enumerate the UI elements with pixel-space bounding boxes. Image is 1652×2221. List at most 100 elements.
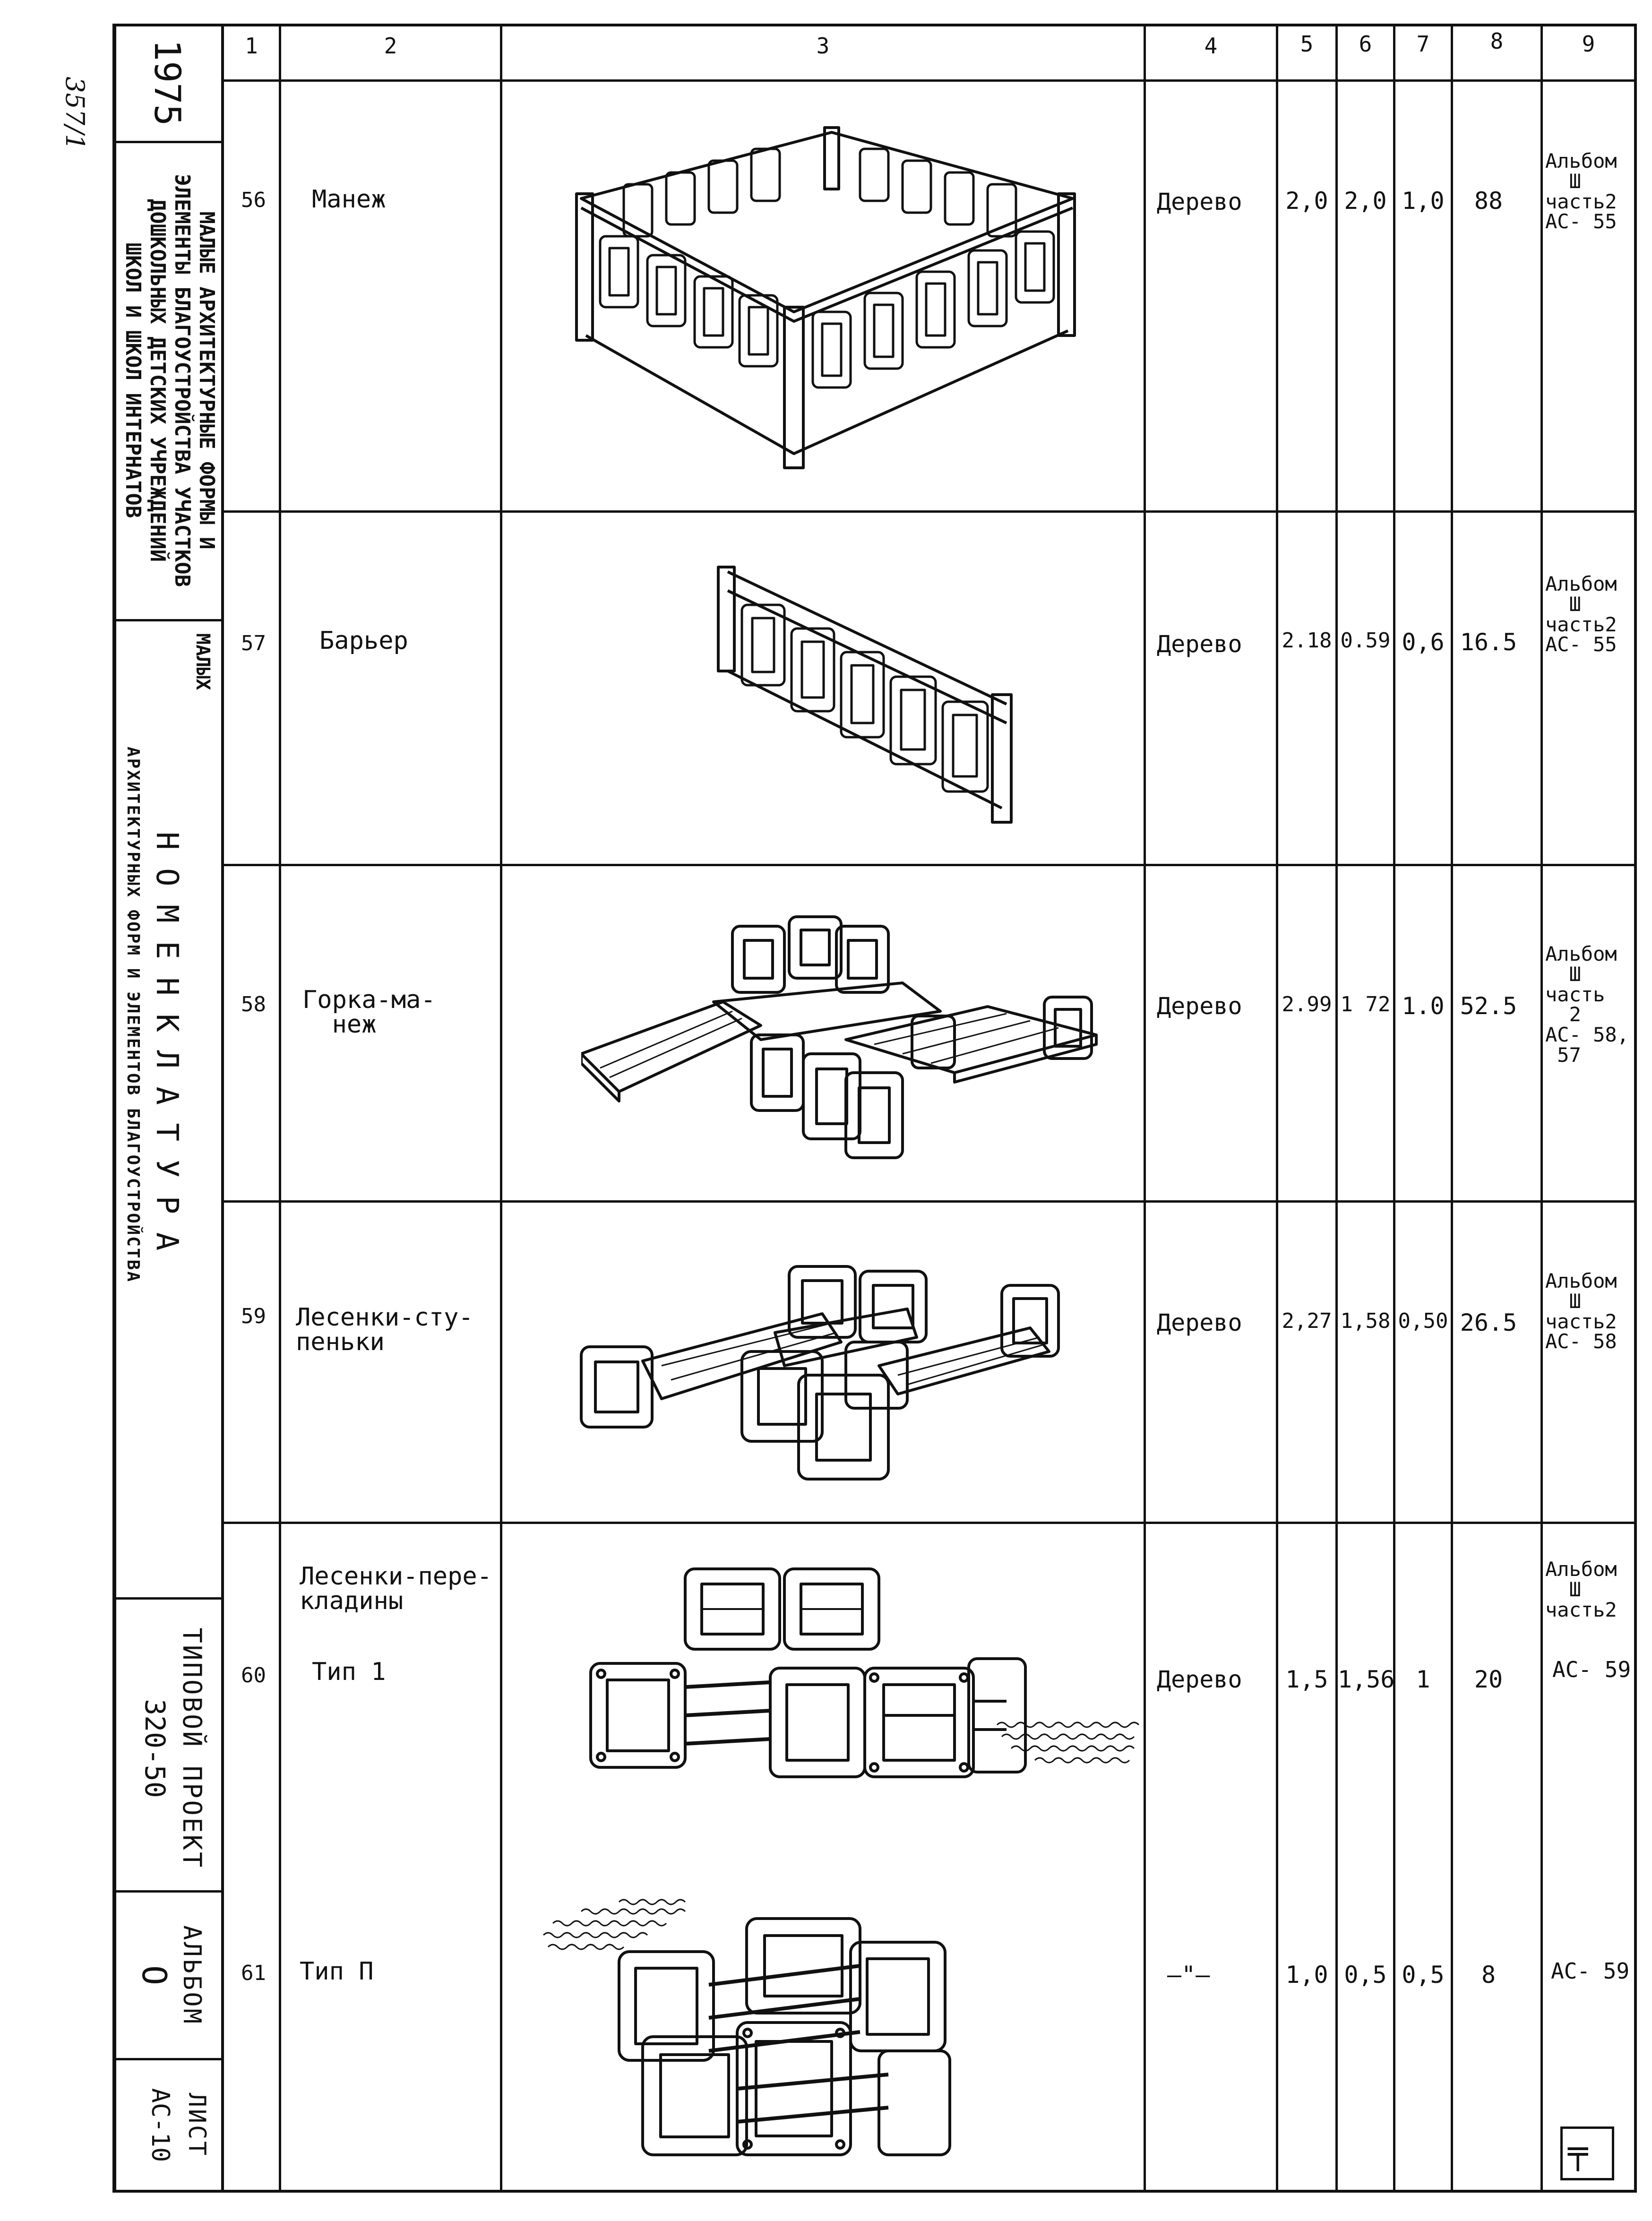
header-col-9: 9 (1582, 31, 1595, 57)
step-ladders-drawing (576, 1257, 1068, 1503)
album-reference: Альбом Ш часть 2 АС- 58, 57 (1545, 942, 1629, 1067)
col-line-8 (1540, 24, 1543, 2193)
crossbar-ladders-type2-drawing (614, 1909, 973, 2174)
album-reference: АС- 59 (1551, 1958, 1630, 1984)
dim-width: 1,56 (1338, 1666, 1395, 1693)
section-title-line-4: ШКОЛ И ШКОЛ ИНТЕРНАТОВ (121, 242, 145, 518)
album-reference: Альбом Ш часть2 АС- 55 (1545, 572, 1617, 656)
item-material: Дерево (1157, 1309, 1242, 1336)
barrier-drawing (699, 553, 1030, 836)
col-line-7 (1451, 24, 1453, 2193)
side-divider-2 (112, 619, 224, 621)
section-title-line-3: ДОШКОЛЬНЫХ ДЕТСКИХ УЧРЕЖДЕНИЙ (146, 198, 170, 562)
nomenclature-block: МАЛЫХ Н О М Е Н К Л А Т У Р А АРХИТЕКТУР… (109, 633, 222, 1607)
project-block: ТИПОВОЙ ПРОЕКТ 320-50 (116, 1616, 210, 1881)
year-label: 1975 (146, 39, 189, 126)
playpen-drawing (567, 113, 1087, 487)
dim-height: 0,50 (1398, 1309, 1448, 1333)
album-label: АЛЬБОМ (178, 1925, 206, 2025)
dim-height: 0,6 (1402, 628, 1445, 656)
header-col-3: 3 (816, 33, 830, 59)
frame-right (1634, 24, 1637, 2193)
item-material: —"— (1167, 1961, 1210, 1989)
item-name: Манеж (312, 185, 386, 214)
col-line-1 (279, 24, 281, 2193)
dim-height: 1 (1416, 1666, 1430, 1693)
nomenclature-title: Н О М Е Н К Л А Т У Р А (149, 832, 184, 1251)
side-panel-border (221, 24, 224, 2193)
row-number: 58 (241, 992, 266, 1016)
row-separator-59-60 (224, 1522, 1637, 1524)
slide-playpen-drawing (581, 912, 1110, 1186)
row-number: 61 (241, 1961, 266, 1985)
header-col-6: 6 (1359, 31, 1372, 57)
dim-width: 2,0 (1344, 187, 1387, 215)
header-col-5: 5 (1300, 31, 1314, 57)
header-col-4: 4 (1204, 33, 1218, 59)
row-number: 56 (241, 188, 266, 212)
album-reference: Альбом Ш часть2 АС- 58 (1545, 1269, 1617, 1353)
dim-length: 2,0 (1285, 187, 1328, 215)
dim-length: 2.18 (1282, 628, 1332, 653)
item-cost: 20 (1474, 1666, 1503, 1693)
project-label: ТИПОВОЙ ПРОЕКТ (177, 1627, 207, 1869)
row-separator-57-58 (224, 864, 1637, 866)
corner-mark: ╤ (1568, 2132, 1588, 2171)
item-material: Дерево (1157, 188, 1242, 215)
dim-length: 2.99 (1282, 992, 1332, 1016)
side-divider-3 (112, 1597, 224, 1600)
row-separator-56-57 (224, 510, 1637, 513)
item-material: Дерево (1157, 630, 1242, 658)
item-cost: 26.5 (1460, 1309, 1517, 1336)
section-title-line-1: МАЛЫЕ АРХИТЕКТУРНЫЕ ФОРМЫ И (195, 211, 219, 550)
col-line-4 (1276, 24, 1278, 2193)
item-name: Барьер (319, 627, 408, 655)
nomenclature-sub-2: АРХИТЕКТУРНЫХ ФОРМ И ЭЛЕМЕНТОВ БЛАГОУСТР… (123, 747, 143, 1283)
item-material: Дерево (1157, 1666, 1242, 1693)
sheet-number: АС-10 (146, 2088, 174, 2162)
item-group-title: Лесенки-пере- кладины (300, 1562, 492, 1615)
sheet-block: ЛИСТ АС-10 (121, 2064, 215, 2187)
dim-length: 1,0 (1285, 1961, 1328, 1989)
corner-mark-box (1560, 2126, 1614, 2180)
frame-top (112, 24, 1637, 26)
hatch-texture (539, 1895, 704, 1956)
side-divider-4 (112, 1890, 224, 1893)
header-col-2: 2 (384, 33, 397, 59)
side-divider-1 (112, 141, 224, 143)
dim-width: 0.59 (1340, 628, 1391, 653)
item-name: Тип 1 (312, 1658, 386, 1686)
dim-length: 1,5 (1285, 1666, 1328, 1693)
item-cost: 8 (1481, 1961, 1496, 1989)
item-name: Лесенки-сту- пеньки (296, 1303, 473, 1356)
album-number: О (135, 1965, 173, 1986)
item-cost: 52.5 (1460, 992, 1517, 1020)
row-number: 59 (241, 1304, 266, 1328)
col-line-3 (1144, 24, 1146, 2193)
item-material: Дерево (1157, 992, 1242, 1020)
dim-width: 1,58 (1340, 1309, 1391, 1333)
col-line-2 (500, 24, 502, 2193)
hatch-texture (992, 1715, 1144, 1767)
side-divider-5 (112, 2058, 224, 2060)
sheet-label: ЛИСТ (183, 2092, 211, 2158)
row-number: 60 (241, 1663, 266, 1687)
album-reference: АС- 59 (1552, 1657, 1631, 1682)
section-title-line-2: ЭЛЕМЕНТЫ БЛАГОУСТРОЙСТВА УЧАСТКОВ (170, 173, 194, 587)
col-line-5 (1335, 24, 1338, 2193)
section-title: МАЛЫЕ АРХИТЕКТУРНЫЕ ФОРМЫ И ЭЛЕМЕНТЫ БЛА… (115, 144, 219, 617)
row-number: 57 (241, 631, 266, 655)
frame-left (112, 24, 116, 2193)
col-line-6 (1393, 24, 1395, 2193)
item-cost: 16.5 (1460, 628, 1517, 656)
item-name: Тип П (300, 1957, 374, 1986)
item-name: Горка-ма- неж (302, 986, 436, 1039)
header-col-1: 1 (245, 33, 258, 59)
dim-length: 2,27 (1282, 1309, 1332, 1333)
dim-width: 0,5 (1344, 1961, 1387, 1989)
header-col-7: 7 (1416, 31, 1430, 57)
frame-bottom (112, 2190, 1637, 2193)
album-reference: Альбом Ш часть2 АС- 55 (1545, 149, 1617, 233)
crossbar-ladders-type1-drawing (581, 1559, 1144, 1805)
album-block: АЛЬБОМ О (116, 1895, 211, 2056)
